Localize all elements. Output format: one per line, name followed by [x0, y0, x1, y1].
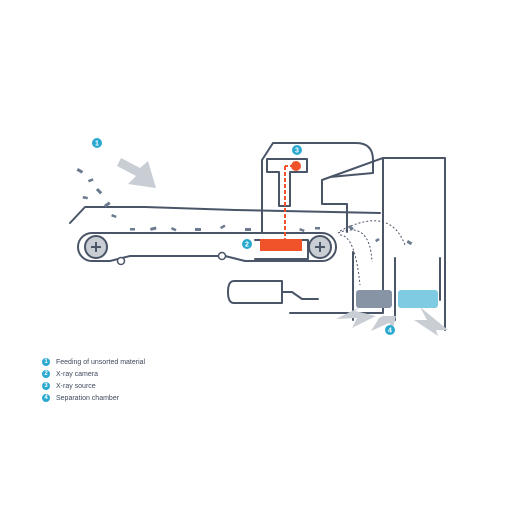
xray-source [291, 161, 301, 171]
legend-number: 1 [42, 358, 50, 366]
legend-label: X-ray camera [56, 370, 99, 378]
xray-camera [260, 239, 302, 251]
housing-right [289, 157, 446, 331]
legend-item: 1 Feeding of unsorted material [42, 356, 145, 368]
legend-label: X-ray source [56, 382, 96, 390]
legend-label: Separation chamber [56, 394, 120, 402]
legend-label: Feeding of unsorted material [56, 358, 146, 366]
roller-right [308, 235, 332, 259]
legend-number: 3 [42, 382, 50, 390]
idler-wheel [217, 251, 227, 261]
plus-icon [315, 242, 325, 252]
trajectory [337, 229, 373, 263]
legend: 1 Feeding of unsorted material 2 X-ray c… [42, 356, 145, 404]
badge-3-number: 3 [295, 148, 299, 155]
badge-4: 4 [385, 325, 395, 335]
trajectory [339, 234, 361, 286]
badge-1: 1 [92, 138, 102, 148]
arrow-icon [117, 158, 448, 336]
legend-item: 3 X-ray source [42, 380, 145, 392]
badge-1-number: 1 [95, 141, 99, 148]
badge-2-number: 2 [245, 242, 249, 249]
legend-number: 2 [42, 370, 50, 378]
control-unit [227, 280, 283, 304]
badge-2: 2 [242, 239, 252, 249]
source-housing [266, 158, 308, 207]
legend-item: 2 X-ray camera [42, 368, 145, 380]
idler-wheel [116, 256, 126, 266]
housing-left [261, 142, 374, 233]
badge-4-number: 4 [388, 328, 392, 335]
feed-chute [69, 206, 381, 224]
legend-item: 4 Separation chamber [42, 392, 145, 404]
control-cable [281, 291, 319, 300]
badge-3: 3 [292, 145, 302, 155]
sorted-pile-left [356, 290, 392, 308]
plus-icon [91, 242, 101, 252]
legend-number: 4 [42, 394, 50, 402]
roller-left [84, 235, 108, 259]
sorted-pile-right [398, 290, 438, 308]
